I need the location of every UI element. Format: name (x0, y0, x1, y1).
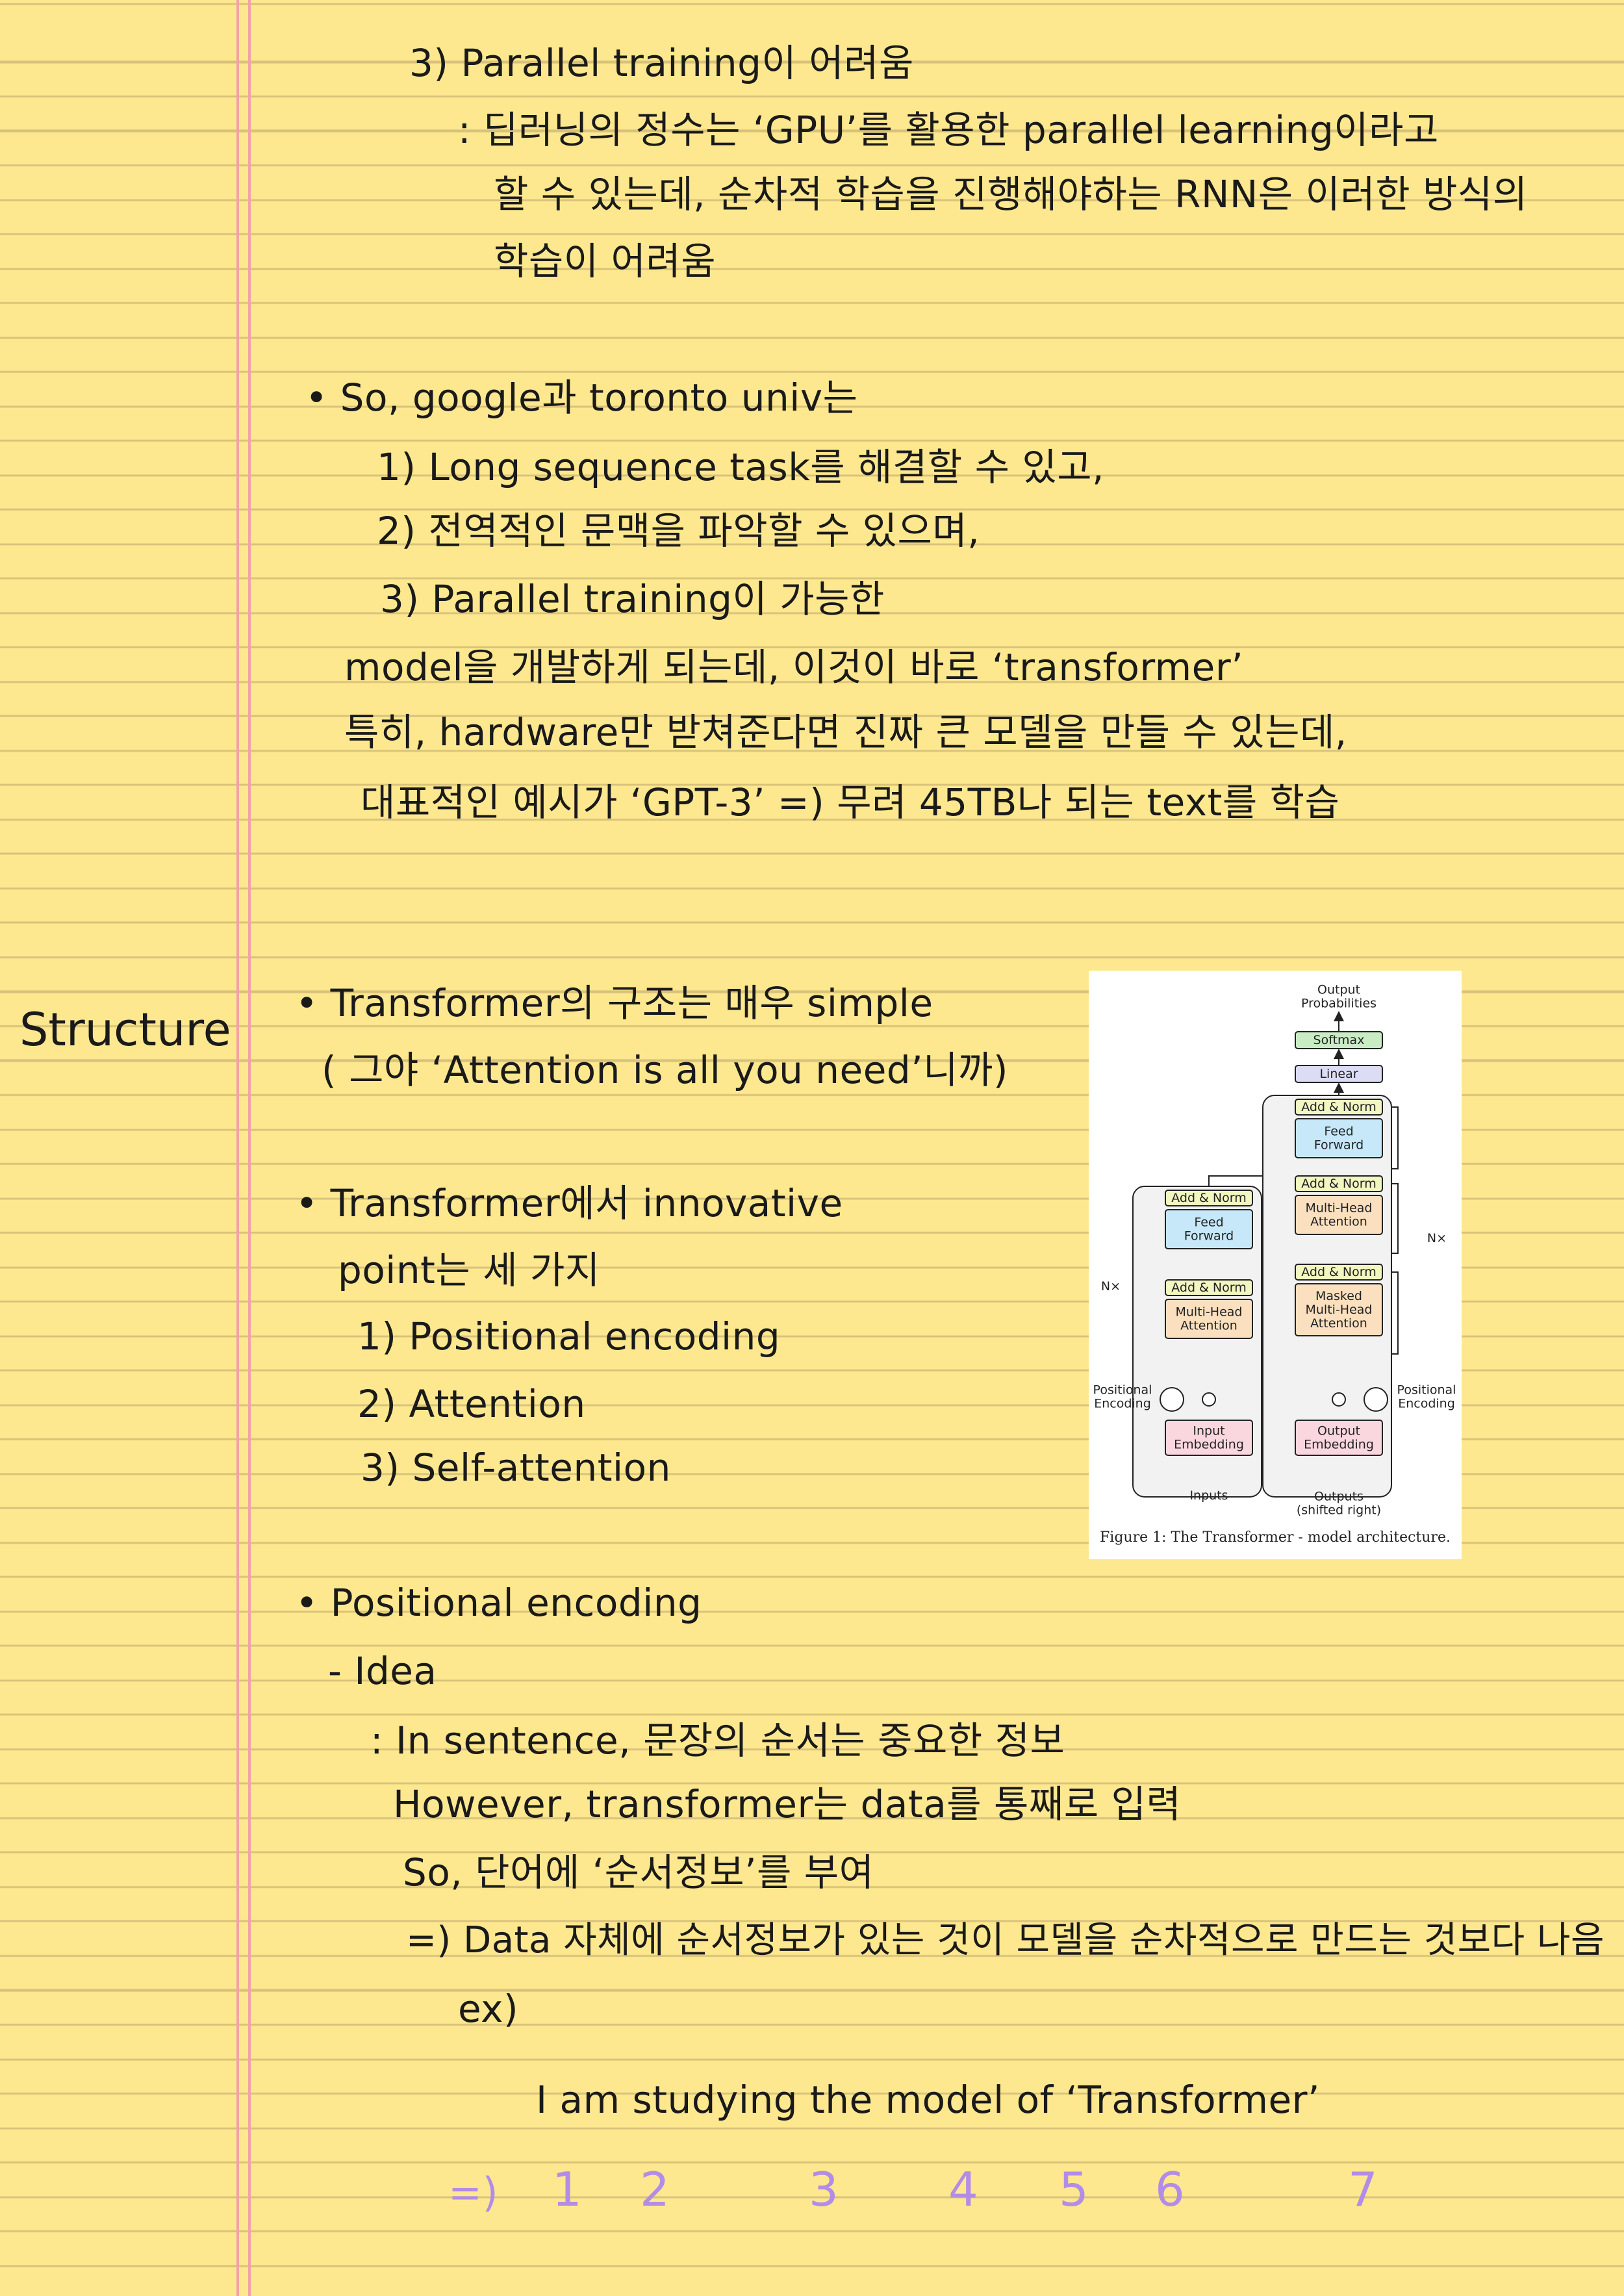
encoder-add-norm-2-label: Add & Norm (1171, 1191, 1247, 1205)
word-position-number: 7 (1348, 2162, 1378, 2217)
word-position-number: 3 (809, 2162, 839, 2217)
note-line: =) Data 자체에 순서정보가 있는 것이 모델을 순차적으로 만드는 것보… (406, 1919, 1605, 1961)
outputs-label: Outputs(shifted right) (1297, 1490, 1381, 1518)
numbering-arrow: =) (448, 2169, 499, 2216)
note-line: 할 수 있는데, 순차적 학습을 진행해야하는 RNN은 이러한 방식의 (494, 172, 1528, 216)
decoder-add-circle (1332, 1392, 1346, 1407)
output-embedding-box (1295, 1420, 1383, 1456)
encoder-add-norm-1-label: Add & Norm (1171, 1281, 1247, 1295)
decoder-add-norm-1 (1295, 1264, 1383, 1281)
note-line: • So, google과 toronto univ는 (305, 376, 858, 420)
word-position-number: 5 (1059, 2162, 1089, 2217)
word-position-number: 2 (640, 2162, 670, 2217)
figure-caption: Figure 1: The Transformer - model archit… (1100, 1529, 1451, 1546)
note-line: So, 단어에 ‘순서정보’를 부여 (403, 1850, 874, 1894)
linear-box (1295, 1065, 1383, 1083)
decoder-add-norm-2 (1295, 1175, 1383, 1192)
note-line: - Idea (328, 1649, 437, 1693)
decoder-add-norm-1-label: Add & Norm (1301, 1265, 1377, 1279)
note-line: 대표적인 예시가 ‘GPT-3’ =) 무려 45TB나 되는 text를 학습 (361, 780, 1340, 824)
note-line: 학습이 어려움 (494, 239, 717, 283)
note-line: • Positional encoding (296, 1581, 702, 1625)
note-line: 3) Parallel training이 가능한 (380, 577, 885, 621)
encoder-add-circle (1202, 1392, 1216, 1407)
note-line: • Transformer에서 innovative (296, 1181, 843, 1225)
encoder-positional-wave (1160, 1387, 1184, 1412)
note-line: 2) Attention (357, 1382, 586, 1426)
decoder-add-norm-2-label: Add & Norm (1301, 1177, 1377, 1191)
encoder-multi-head-attention (1165, 1299, 1253, 1339)
note-line: • Transformer의 구조는 매우 simple (296, 981, 933, 1025)
note-line: 2) 전역적인 문맥을 파악할 수 있으며, (377, 509, 980, 553)
encoder-add-norm-2 (1165, 1190, 1253, 1206)
note-line: point는 세 가지 (338, 1248, 600, 1292)
softmax-box (1295, 1031, 1383, 1049)
input-embedding-box (1165, 1420, 1253, 1456)
note-line: ( 그야 ‘Attention is all you need’니까) (322, 1048, 1008, 1092)
note-line: However, transformer는 data를 통째로 입력 (393, 1782, 1182, 1826)
note-line: 특히, hardware만 받쳐준다면 진짜 큰 모델을 만들 수 있는데, (344, 710, 1347, 754)
softmax-box-label: Softmax (1313, 1033, 1365, 1047)
note-line: I am studying the model of ‘Transformer’ (536, 2078, 1320, 2122)
margin-line-outer (236, 0, 239, 2296)
note-line: : 딥러닝의 정수는 ‘GPU’를 활용한 parallel learning이… (458, 108, 1439, 152)
note-line: 1) Long sequence task를 해결할 수 있고, (377, 445, 1105, 489)
note-line: 1) Positional encoding (357, 1314, 781, 1358)
side-label: Structure (19, 1003, 231, 1056)
decoder-add-norm-3-label: Add & Norm (1301, 1100, 1377, 1114)
word-position-number: 1 (552, 2162, 583, 2217)
decoder-nx-label: N× (1427, 1231, 1447, 1245)
note-line: model을 개발하게 되는데, 이것이 바로 ‘transformer’ (344, 645, 1244, 689)
decoder-positional-wave (1364, 1387, 1388, 1412)
note-line: 3) Parallel training이 어려움 (409, 41, 914, 85)
note-line: : In sentence, 문장의 순서는 중요한 정보 (370, 1718, 1065, 1763)
inputs-label: Inputs (1189, 1488, 1228, 1503)
note-line: 3) Self-attention (361, 1446, 671, 1490)
decoder-feed-forward (1295, 1118, 1383, 1158)
decoder-multi-head-attention (1295, 1195, 1383, 1235)
word-position-number: 6 (1155, 2162, 1186, 2217)
word-position-number: 4 (948, 2162, 979, 2217)
margin-line-inner (248, 0, 251, 2296)
encoder-block-frame (1132, 1186, 1262, 1498)
decoder-masked-attention (1295, 1283, 1383, 1336)
decoder-add-norm-3 (1295, 1099, 1383, 1116)
encoder-add-norm-1 (1165, 1279, 1253, 1296)
encoder-feed-forward (1165, 1209, 1253, 1249)
note-line: ex) (458, 1987, 519, 2031)
encoder-nx-label: N× (1101, 1279, 1121, 1294)
linear-box-label: Linear (1319, 1067, 1358, 1081)
